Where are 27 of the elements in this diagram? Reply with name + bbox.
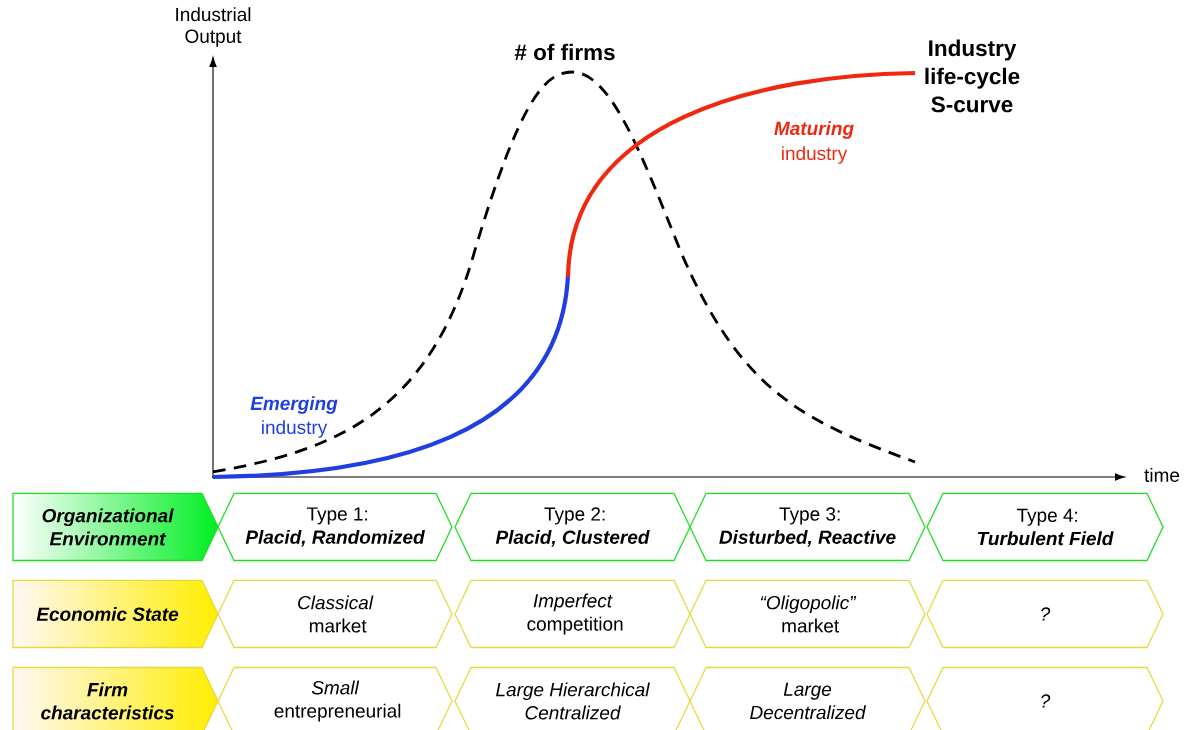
node-label: Small	[311, 680, 360, 695]
hexagon-cell: Imperfect competition	[454, 579, 691, 649]
axis-label: time	[1144, 468, 1180, 482]
node-label: Large	[783, 682, 832, 700]
hexagon-cell: ?	[926, 666, 1164, 730]
curve-label: # of firms	[514, 43, 615, 61]
hexagon-cell: “Oligopolic” market	[689, 579, 926, 649]
stage-label: industry	[262, 420, 328, 438]
node-label: entrepreneurial	[274, 703, 401, 722]
curve-label: Industry life-cycle S-curve	[925, 39, 1020, 113]
row-header: Firm characteristics	[12, 666, 219, 730]
hexagon-cell: Type 2: Placid, Clustered	[454, 492, 691, 562]
hexagon-cell: Type 4: Turbulent Field	[926, 492, 1164, 562]
hexagon-cell: Type 1: Placid, Randomized	[217, 492, 453, 562]
hexagon-cell: Large Hierarchical Centralized	[454, 666, 691, 730]
stage-label: industry	[782, 146, 848, 164]
row-header: Economic State	[12, 579, 219, 649]
axis-label: Industrial Output	[176, 7, 251, 47]
stage-label: Emerging	[250, 396, 338, 414]
hexagon-cell: Classical market	[217, 579, 453, 649]
hexagon-cell: Small entrepreneurial	[217, 666, 453, 730]
hexagon-cell: Large Decentralized	[689, 666, 926, 730]
node-label: Decentralized	[750, 705, 867, 720]
row-header: Organizational Environment	[12, 492, 219, 562]
hexagon-cell: ?	[926, 579, 1164, 649]
hexagon-cell: Type 3: Disturbed, Reactive	[689, 492, 926, 562]
stage-label: Maturing	[774, 121, 854, 139]
